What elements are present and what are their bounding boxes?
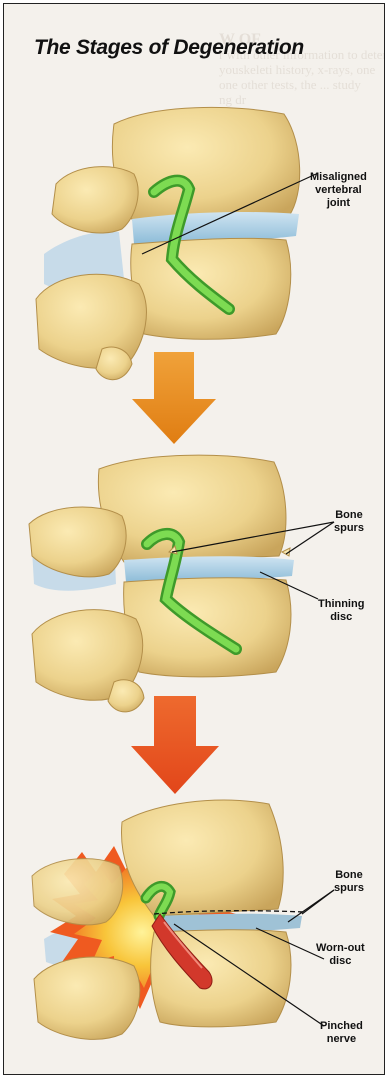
stage-1-upper-vertebra bbox=[112, 107, 299, 222]
label-bone-spurs-stage-3: Bone spurs bbox=[334, 869, 364, 895]
stage-2-upper-vertebra bbox=[98, 455, 286, 562]
stage-1-spine bbox=[36, 107, 316, 379]
stage-2-spine bbox=[29, 455, 334, 712]
stage-1-lower-process bbox=[36, 274, 146, 368]
stage-2-facet bbox=[108, 680, 144, 712]
label-misaligned-vertebral-joint: Misaligned vertebral joint bbox=[310, 171, 367, 210]
stage-1-upper-process bbox=[52, 167, 138, 233]
stage-arrow-2 bbox=[131, 696, 219, 794]
stage-3-spine bbox=[32, 800, 334, 1039]
stage-3-lower-process bbox=[34, 957, 140, 1039]
figure-frame: W OF r with other information to deter y… bbox=[3, 3, 385, 1075]
label-bone-spurs-stage-2: Bone spurs bbox=[334, 509, 364, 535]
stage-arrow-1 bbox=[132, 352, 216, 444]
bone-spurs-2-leader-b bbox=[288, 890, 334, 922]
label-thinning-disc: Thinning disc bbox=[318, 598, 364, 624]
label-worn-out-disc: Worn-out disc bbox=[316, 942, 365, 968]
degeneration-illustration bbox=[4, 4, 385, 1075]
label-pinched-nerve: Pinched nerve bbox=[320, 1020, 363, 1046]
stage-3-upper-process bbox=[32, 859, 123, 925]
